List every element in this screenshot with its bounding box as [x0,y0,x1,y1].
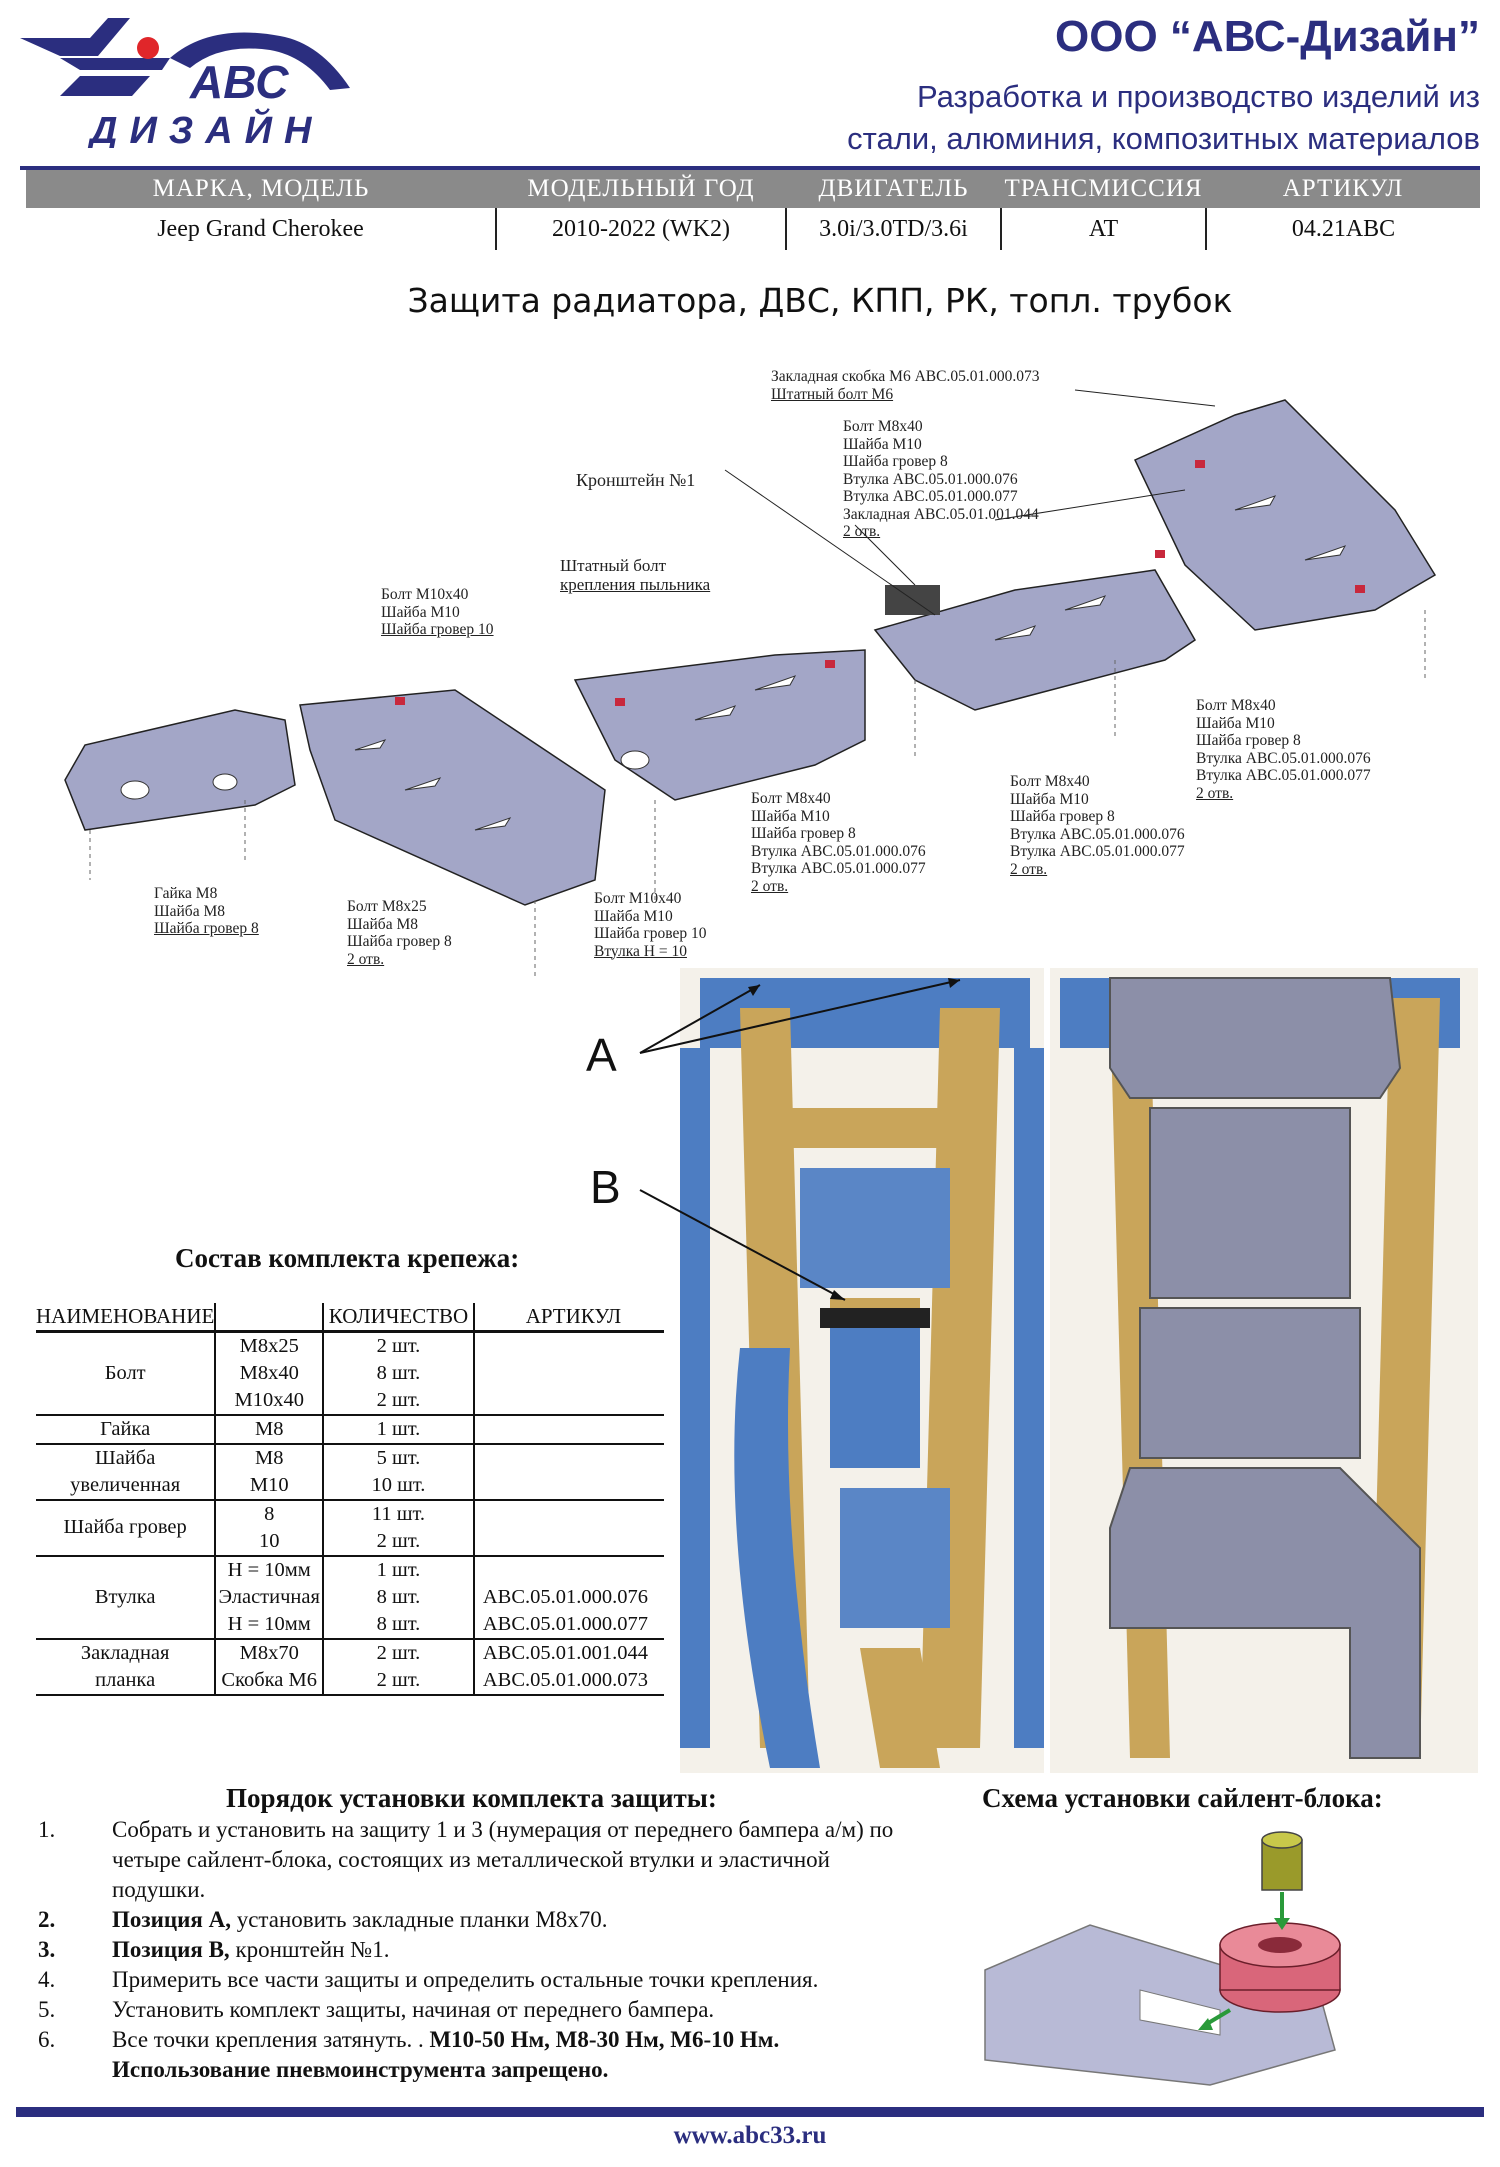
kit-header-name: НАИМЕНОВАНИЕ [36,1303,216,1333]
callout-engine-bolts: Болт М8х40 Шайба М10 Шайба гровер 8 Втул… [1196,697,1371,802]
kit-header-size [214,1303,325,1333]
spec-header-model: МАРКА, МОДЕЛЬ [26,170,496,208]
installed-transfer-case-plate [1109,1467,1421,1759]
procedure-step: 1. Собрать и установить на защиту 1 и 3 … [38,1817,894,1902]
installed-engine-plate [1149,1107,1351,1299]
callout-transmission-bolts: Болт М8х40 Шайба М10 Шайба гровер 8 Втул… [1010,773,1185,878]
skid-plate-transmission [573,649,866,801]
fastener-kit-table: НАИМЕНОВАНИЕ КОЛИЧЕСТВО АРТИКУЛ Болт М8х… [36,1303,664,1696]
procedure-step: 5. Установить комплект защиты, начиная о… [38,1997,715,2022]
footer-divider [16,2107,1484,2117]
kit-row-washer: Шайба увеличенная М8 М10 5 шт. 10 шт. [36,1443,664,1501]
callout-dust-shield-bolt: Штатный болт крепления пыльника [560,556,711,594]
skid-plate-transfer-case [299,689,606,906]
kit-row-insert-plate: Закладная планка М8х70 Скобка М6 2 шт. 2… [36,1638,664,1696]
kit-header-qty: КОЛИЧЕСТВО [323,1303,475,1333]
skid-plate-radiator [1133,399,1437,631]
footer-website-link[interactable]: www.abc33.ru [673,2122,827,2149]
kit-row-lock-washer: Шайба гровер 8 10 11 шт. 2 шт. [36,1499,664,1557]
skid-plate-rear [64,709,296,831]
callout-bracket-1: Кронштейн №1 [576,470,696,490]
kit-header-article: АРТИКУЛ [473,1303,664,1333]
procedure-step: 4. Примерить все части защиты и определи… [38,1967,819,1992]
kit-row-sleeve: Втулка H = 10мм Эластичная H = 10мм 1 шт… [36,1555,664,1640]
tagline: Разработка и производство изделий из ста… [847,76,1480,160]
installed-transmission-plate [1139,1307,1361,1459]
tagline-line-2: стали, алюминия, композитных материалов [847,121,1480,156]
spec-header-transmission: ТРАНСМИССИЯ [1001,170,1206,208]
skid-plate-engine [873,569,1196,711]
header-divider [20,166,1480,170]
company-name: ООО “АВС-Дизайн” [1055,12,1480,61]
spec-year: 2010-2022 (WK2) [495,208,786,250]
callout-middle-bolts: Болт М8х40 Шайба М10 Шайба гровер 8 Втул… [751,790,926,895]
bushing-installation-diagram [984,1831,1341,2086]
procedure-step: 2. Позиция А, установить закладные планк… [38,1907,608,1932]
procedure-list: 1. Собрать и установить на защиту 1 и 3 … [38,1815,938,2085]
callout-m10-sleeve: Болт М10х40 Шайба М10 Шайба гровер 10 Вт… [594,890,707,960]
marker-b-label: B [590,1161,621,1213]
tagline-line-1: Разработка и производство изделий из [916,79,1480,114]
spec-value-row: Jeep Grand Cherokee 2010-2022 (WK2) 3.0i… [26,208,1480,250]
kit-header-row: НАИМЕНОВАНИЕ КОЛИЧЕСТВО АРТИКУЛ [36,1303,664,1333]
spec-engine: 3.0i/3.0TD/3.6i [785,208,1001,250]
kit-row-bolt: Болт М8х25 М8х40 М10х40 2 шт. 8 шт. 2 шт… [36,1331,664,1416]
procedure-step: 6. Все точки крепления затянуть. . М10-5… [38,2027,780,2082]
document-title: Защита радиатора, ДВС, КПП, РК, топл. тр… [407,281,1233,320]
marker-arrows [639,978,961,1301]
callout-front-bolts: Болт М8х40 Шайба М10 Шайба гровер 8 Втул… [843,418,1039,540]
callout-bracket-m6: Закладная скобка М6 АВС.05.01.000.073 Шт… [771,368,1040,403]
callout-rear-nut: Гайка М8 Шайба М8 Шайба гровер 8 [154,885,259,937]
svg-text:АВС: АВС [189,56,289,108]
spec-header-row: МАРКА, МОДЕЛЬ МОДЕЛЬНЫЙ ГОД ДВИГАТЕЛЬ ТР… [26,170,1480,208]
bushing-scheme-title: Схема установки сайлент-блока: [982,1783,1383,1813]
vehicle-spec-table: МАРКА, МОДЕЛЬ МОДЕЛЬНЫЙ ГОД ДВИГАТЕЛЬ ТР… [26,170,1480,250]
spec-header-year: МОДЕЛЬНЫЙ ГОД [496,170,786,208]
callout-m10-bolts: Болт М10х40 Шайба М10 Шайба гровер 10 [381,586,494,638]
spec-transmission: AT [1000,208,1206,250]
installed-radiator-plate [1109,977,1402,1099]
spec-header-engine: ДВИГАТЕЛЬ [786,170,1001,208]
spec-model: Jeep Grand Cherokee [157,215,364,242]
marker-a-label: A [586,1029,617,1081]
exploded-assembly-drawing [64,389,1437,980]
callout-m8x25-bolts: Болт М8х25 Шайба М8 Шайба гровер 8 2 отв… [347,898,452,968]
svg-text:ДИЗАЙН: ДИЗАЙН [87,107,323,148]
procedure-title: Порядок установки комплекта защиты: [226,1783,717,1813]
procedure-step: 3. Позиция В, кронштейн №1. [38,1937,390,1962]
spec-article: 04.21ABC [1205,208,1480,250]
underbody-photo-after [1050,968,1478,1773]
company-logo: АВС ДИЗАЙН [20,18,350,148]
underbody-photo-before [680,968,1044,1773]
kit-title: Состав комплекта крепежа: [175,1243,520,1273]
spec-header-article: АРТИКУЛ [1206,170,1480,208]
kit-row-nut: Гайка М8 1 шт. [36,1414,664,1445]
